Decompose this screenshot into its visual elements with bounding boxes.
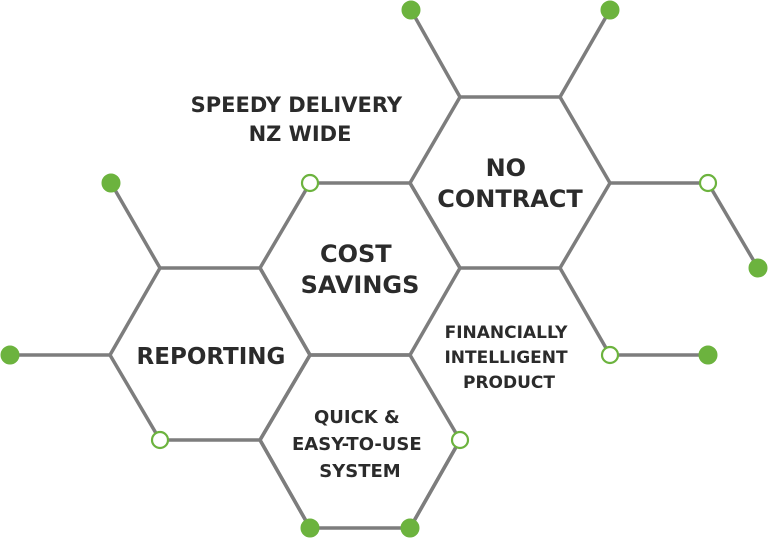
- spoke-top-right: [558, 8, 612, 99]
- spoke-top-left: [409, 8, 462, 99]
- spoke-right-diagonal: [706, 181, 760, 270]
- label-no-contract: NO CONTRACT: [437, 154, 583, 213]
- hexagon-cost-savings: [257, 181, 463, 357]
- labels: SPEEDY DELIVERY NZ WIDE NO CONTRACT COST…: [137, 93, 584, 482]
- label-reporting: REPORTING: [137, 344, 286, 370]
- dot-filled: [101, 173, 121, 193]
- label-speedy-delivery: SPEEDY DELIVERY NZ WIDE: [191, 93, 410, 146]
- dot-filled: [748, 258, 768, 278]
- spoke-bottom-left: [258, 438, 312, 530]
- spoke-left-upper: [109, 181, 162, 270]
- dot-open: [450, 430, 470, 450]
- dot-filled: [401, 0, 421, 20]
- hexagon-no-contract: [407, 95, 613, 270]
- spokes: [8, 8, 760, 530]
- dot-open: [150, 430, 170, 450]
- dot-filled: [600, 0, 620, 20]
- dot-filled: [300, 518, 320, 538]
- dot-open: [698, 173, 718, 193]
- open-dots: [150, 173, 718, 450]
- dot-filled: [0, 345, 20, 365]
- dot-filled: [400, 518, 420, 538]
- label-quick-easy: QUICK & EASY-TO-USE SYSTEM: [292, 407, 428, 482]
- spoke-bottom-center: [408, 438, 462, 530]
- label-cost-savings: COST SAVINGS: [301, 240, 420, 299]
- label-financially-intelligent: FINANCIALLY INTELLIGENT PRODUCT: [444, 323, 573, 393]
- dot-open: [600, 345, 620, 365]
- dot-filled: [698, 345, 718, 365]
- hexagon-financially-intelligent: [558, 266, 612, 357]
- dot-open: [300, 173, 320, 193]
